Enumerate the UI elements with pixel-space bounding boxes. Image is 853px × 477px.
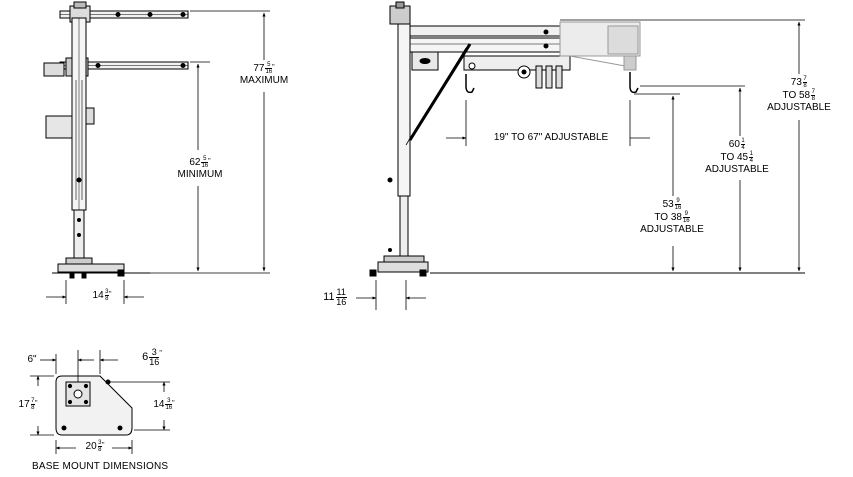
side-view [369, 1, 805, 277]
base-height-num: 7 [30, 398, 35, 405]
front-min-den: 16 [201, 163, 209, 169]
front-base-num: 3 [104, 289, 109, 296]
side-inner-to-num: 9 [682, 211, 690, 218]
side-middle-whole: 60 [728, 139, 740, 150]
front-min-num: 5 [201, 156, 209, 163]
front-max-text: MAXIMUM [239, 75, 289, 86]
base-inner-height-den: 16 [165, 405, 173, 411]
side-inner-to-den: 16 [682, 218, 690, 224]
base-inner-height-num: 3 [165, 398, 173, 405]
side-base-num: 11 [335, 287, 347, 298]
side-middle-to-den: 4 [749, 158, 753, 164]
base-mount-caption: BASE MOUNT DIMENSIONS [32, 461, 169, 472]
front-min-text: MINIMUM [177, 169, 223, 180]
side-outer-den: 8 [803, 83, 807, 89]
side-outer-num: 7 [802, 76, 808, 83]
side-inner-whole: 53 [662, 199, 674, 210]
base-right-offset-num: 3 [149, 348, 160, 358]
base-left-offset-label: 6" [20, 354, 44, 365]
front-dimension-lines [46, 10, 270, 304]
side-reach-label: 19" TO 67" ADJUSTABLE [476, 132, 626, 143]
front-view [43, 1, 189, 279]
base-dimension-lines [30, 350, 170, 454]
side-inner-text: ADJUSTABLE [640, 224, 704, 235]
side-inner-num: 9 [674, 198, 682, 205]
side-inner-den: 16 [674, 205, 682, 211]
side-outer-to-den: 8 [811, 96, 815, 102]
base-width-den: 8 [98, 447, 102, 453]
base-right-offset-den: 16 [149, 357, 160, 367]
side-inner-to: TO 38 [654, 212, 682, 223]
base-left-offset-text: 6" [27, 354, 37, 365]
front-max-whole: 77 [253, 63, 265, 74]
base-right-offset-whole: 6 [142, 351, 149, 363]
base-width-num: 3 [97, 440, 102, 447]
side-dimension-lines [356, 19, 805, 310]
side-outer-to: TO 58 [782, 90, 811, 101]
side-outer-whole: 73 [790, 77, 802, 88]
front-max-num: 5 [265, 62, 273, 69]
base-height-den: 8 [31, 405, 35, 411]
front-base-den: 8 [105, 296, 109, 302]
base-inner-height-whole: 14 [153, 399, 165, 410]
front-min-whole: 62 [189, 157, 201, 168]
front-base-whole: 14 [92, 290, 104, 301]
front-max-den: 16 [265, 69, 273, 75]
base-height-whole: 17 [18, 399, 30, 410]
side-middle-to-num: 1 [749, 151, 754, 158]
side-outer-text: ADJUSTABLE [767, 102, 831, 113]
side-middle-num: 1 [740, 138, 746, 145]
side-base-whole: 11 [323, 291, 335, 303]
side-outer-to-num: 7 [811, 89, 816, 96]
base-width-whole: 20 [85, 441, 97, 452]
side-base-den: 16 [336, 297, 347, 307]
side-middle-text: ADJUSTABLE [705, 164, 769, 175]
side-middle-to: TO 45 [720, 152, 749, 163]
side-reach-text: 19" TO 67" ADJUSTABLE [493, 132, 609, 143]
base-mount-plate [55, 375, 133, 436]
side-middle-den: 4 [741, 145, 745, 151]
